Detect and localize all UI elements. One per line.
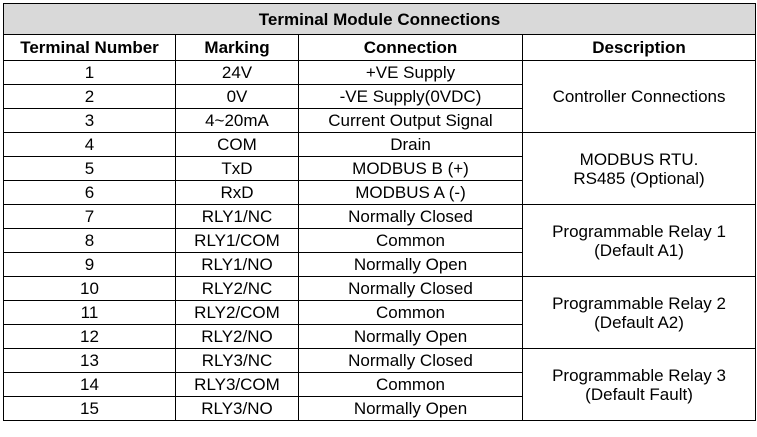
marking: 4~20mA — [175, 108, 299, 133]
table-row: 13 RLY3/NC Normally Closed Programmable … — [3, 348, 757, 421]
table-row: 7 RLY1/NC Normally Closed Programmable R… — [3, 204, 757, 277]
table-title: Terminal Module Connections — [2, 3, 757, 35]
marking: 24V — [175, 60, 299, 85]
description-relay-3: Programmable Relay 3 (Default Fault) — [521, 348, 757, 421]
marking: TxD — [175, 156, 299, 181]
connection: MODBUS A (-) — [298, 180, 523, 205]
connection: Normally Open — [298, 252, 523, 277]
description-line2: (Default A1) — [594, 240, 684, 260]
header-marking: Marking — [175, 34, 299, 61]
connection: Drain — [298, 132, 523, 157]
connection: Normally Open — [298, 324, 523, 349]
description-controller: Controller Connections — [521, 60, 757, 133]
connection: Current Output Signal — [298, 108, 523, 133]
terminal-number: 10 — [3, 276, 176, 301]
description-relay-2: Programmable Relay 2 (Default A2) — [521, 276, 757, 349]
marking: RLY1/NC — [175, 204, 299, 229]
header-description: Description — [521, 34, 757, 61]
table-row: 11 RLY2/COM Common — [3, 300, 756, 325]
terminal-number: 13 — [3, 348, 176, 373]
terminal-number: 2 — [3, 84, 176, 109]
description-line1: Programmable Relay 3 — [552, 365, 726, 385]
table-row: 10 RLY2/NC Normally Closed Programmable … — [3, 276, 757, 349]
table-row: 15 RLY3/NO Normally Open — [3, 396, 756, 421]
marking: RLY1/NO — [175, 252, 299, 277]
terminal-connections-table: Terminal Module Connections Terminal Num… — [2, 3, 757, 421]
terminal-number: 9 — [3, 252, 176, 277]
header-terminal-number: Terminal Number — [3, 34, 176, 61]
header-connection: Connection — [298, 34, 523, 61]
table-header-row: Terminal Number Marking Connection Descr… — [3, 34, 757, 61]
marking: RLY2/NC — [175, 276, 299, 301]
terminal-number: 11 — [3, 300, 176, 325]
description-line1: Programmable Relay 1 — [552, 221, 726, 241]
terminal-number: 6 — [3, 180, 176, 205]
terminal-number: 3 — [3, 108, 176, 133]
description-line1: Controller Connections — [552, 87, 726, 106]
connection: Common — [298, 300, 523, 325]
connection: Normally Closed — [298, 348, 523, 373]
description-modbus: MODBUS RTU. RS485 (Optional) — [521, 132, 757, 205]
table-row: 4 COM Drain MODBUS RTU. RS485 (Optional) — [3, 132, 757, 205]
description-line2: RS485 (Optional) — [573, 168, 705, 188]
terminal-number: 7 — [3, 204, 176, 229]
table-title-row: Terminal Module Connections — [2, 3, 757, 35]
terminal-number: 15 — [3, 396, 176, 421]
description-line2: (Default Fault) — [585, 384, 693, 404]
table-row: 8 RLY1/COM Common — [3, 228, 756, 253]
description-line1: MODBUS RTU. — [579, 149, 699, 169]
description-line1: Programmable Relay 2 — [552, 293, 726, 313]
terminal-number: 5 — [3, 156, 176, 181]
marking: COM — [175, 132, 299, 157]
table-row: 6 RxD MODBUS A (-) — [3, 180, 756, 205]
connection: Common — [298, 372, 523, 397]
marking: RLY3/NC — [175, 348, 299, 373]
marking: RxD — [175, 180, 299, 205]
connection: Normally Closed — [298, 276, 523, 301]
connection: Common — [298, 228, 523, 253]
connection: Normally Closed — [298, 204, 523, 229]
marking: RLY1/COM — [175, 228, 299, 253]
table-row: 14 RLY3/COM Common — [3, 372, 756, 397]
marking: RLY2/NO — [175, 324, 299, 349]
marking: RLY3/NO — [175, 396, 299, 421]
terminal-number: 8 — [3, 228, 176, 253]
table-row: 2 0V -VE Supply(0VDC) — [3, 84, 756, 109]
marking: RLY3/COM — [175, 372, 299, 397]
table-row: 1 24V +VE Supply Controller Connections — [3, 60, 757, 133]
table-row: 12 RLY2/NO Normally Open — [3, 324, 756, 349]
terminal-number: 12 — [3, 324, 176, 349]
description-relay-1: Programmable Relay 1 (Default A1) — [521, 204, 757, 277]
terminal-number: 1 — [3, 60, 176, 85]
connection: Normally Open — [298, 396, 523, 421]
terminal-number: 14 — [3, 372, 176, 397]
description-line2: (Default A2) — [594, 312, 684, 332]
connection: MODBUS B (+) — [298, 156, 523, 181]
terminal-number: 4 — [3, 132, 176, 157]
marking: 0V — [175, 84, 299, 109]
connection: +VE Supply — [298, 60, 523, 85]
connection: -VE Supply(0VDC) — [298, 84, 523, 109]
marking: RLY2/COM — [175, 300, 299, 325]
